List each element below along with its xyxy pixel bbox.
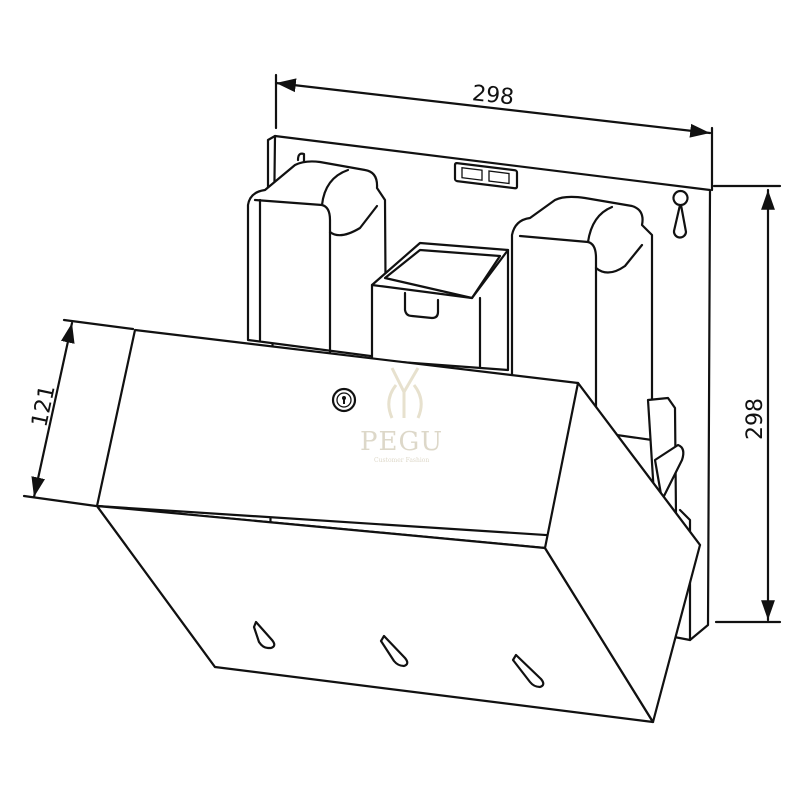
watermark: PEGU Customer Fashion bbox=[360, 367, 443, 464]
dimension-top-width-label: 298 bbox=[471, 81, 515, 110]
left-roll-holder bbox=[246, 160, 388, 360]
dimension-left-depth-label: 121 bbox=[27, 383, 60, 429]
dimension-right-height-label: 298 bbox=[743, 398, 768, 440]
watermark-tagline: Customer Fashion bbox=[374, 457, 429, 464]
center-cartridge bbox=[370, 241, 510, 372]
dispensing-slot-3 bbox=[511, 653, 545, 689]
front-cover bbox=[95, 328, 702, 724]
keyhole-slot-icon bbox=[672, 189, 689, 239]
watermark-brand: PEGU bbox=[360, 427, 443, 457]
dimension-top-width: 298 bbox=[274, 73, 714, 192]
dispensing-slot-1 bbox=[252, 620, 276, 650]
lock-icon bbox=[331, 387, 357, 413]
dimension-right-height: 298 bbox=[712, 184, 782, 624]
dispensing-slot-2 bbox=[379, 634, 409, 668]
